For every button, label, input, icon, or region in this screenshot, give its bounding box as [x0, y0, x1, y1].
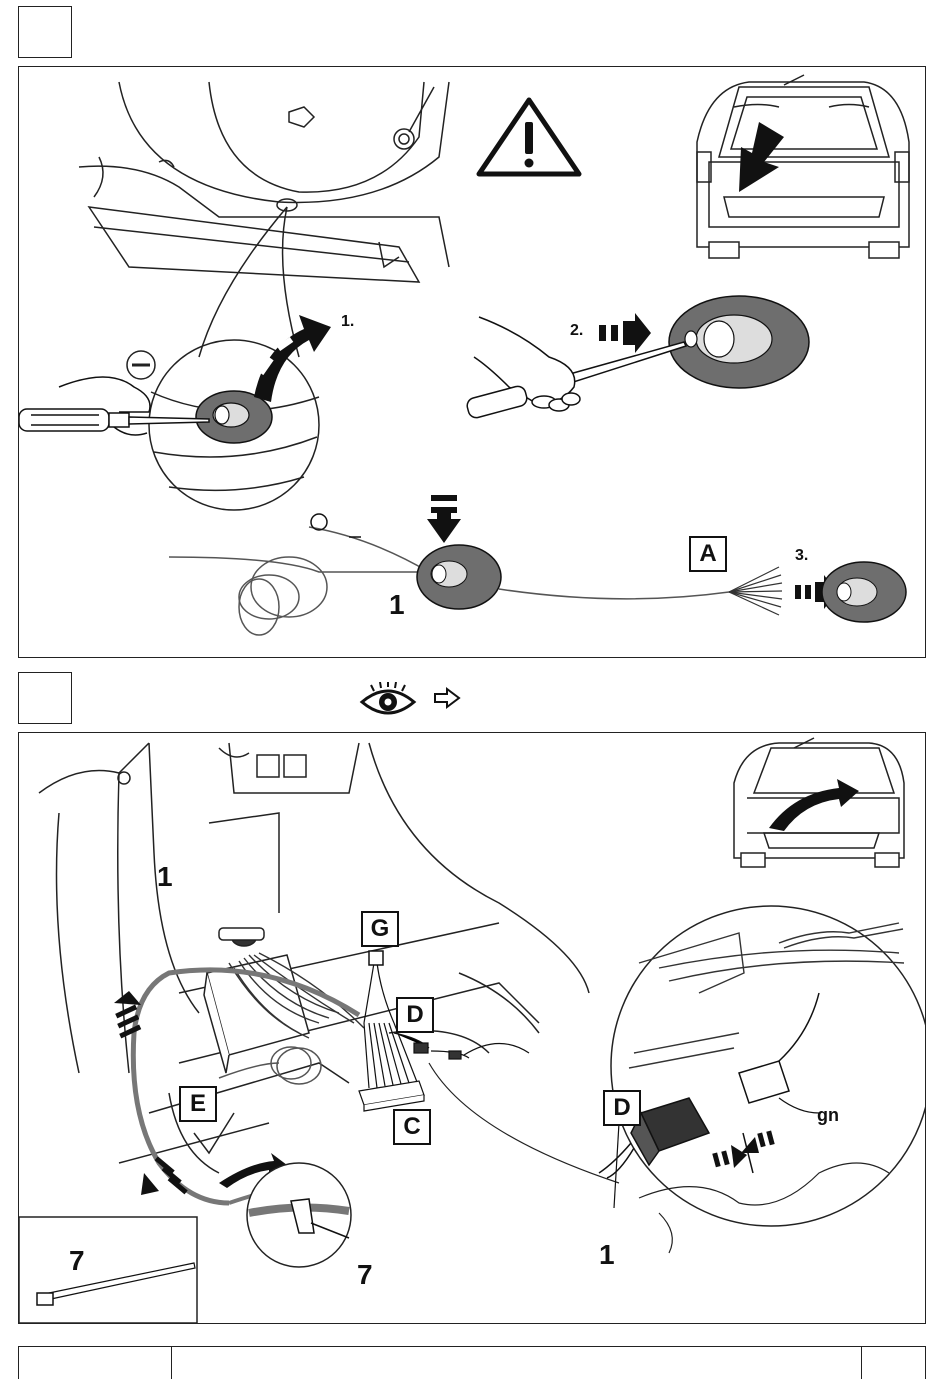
- box-label-e: E: [179, 1086, 217, 1122]
- warning-triangle-icon: [479, 100, 579, 174]
- step-label-2: 2.: [570, 322, 583, 340]
- panel-2-harness-routing: 1 G D E C D gn 1 7 7: [18, 732, 926, 1324]
- step-label-1: 1.: [341, 313, 354, 331]
- box-label-d-detail: D: [603, 1090, 641, 1126]
- part-number-1: 1: [389, 589, 405, 621]
- part-number-1-top: 1: [157, 861, 173, 893]
- car-rear-icon: [697, 75, 909, 258]
- right-arrow-icon: [432, 686, 462, 710]
- push-arrow-down: [427, 495, 461, 543]
- grommet-large: [669, 296, 809, 388]
- box-label-c: C: [393, 1109, 431, 1145]
- step-label-3: 3.: [795, 547, 808, 565]
- footer-table: [18, 1346, 926, 1379]
- footer-cell-middle: [171, 1347, 862, 1379]
- eye-icon: [358, 682, 418, 722]
- inset-number-7: 7: [69, 1245, 85, 1277]
- box-label-a: A: [689, 536, 727, 572]
- cable-tie-inset: [19, 1217, 197, 1323]
- grommet-bottom: [417, 545, 501, 609]
- panel-2-drawing: [19, 733, 925, 1323]
- box-label-d-top: D: [396, 997, 434, 1033]
- step-number-box-1: [18, 6, 72, 58]
- wire-color-label: gn: [817, 1105, 839, 1126]
- box-label-g: G: [361, 911, 399, 947]
- push-arrow-2: [599, 313, 651, 353]
- footer-cell-left: [19, 1347, 172, 1379]
- magnifier-circle: [149, 207, 319, 510]
- part-number-1-bottom: 1: [599, 1239, 615, 1271]
- detail-circle: [429, 906, 925, 1253]
- panel-1-grommet-installation: 1. 2. 3. 1 A: [18, 66, 926, 658]
- cable-tie-number: 7: [357, 1259, 373, 1291]
- grommet-right: [822, 562, 906, 622]
- panel-1-drawing: [19, 67, 925, 657]
- step-number-box-2: [18, 672, 72, 724]
